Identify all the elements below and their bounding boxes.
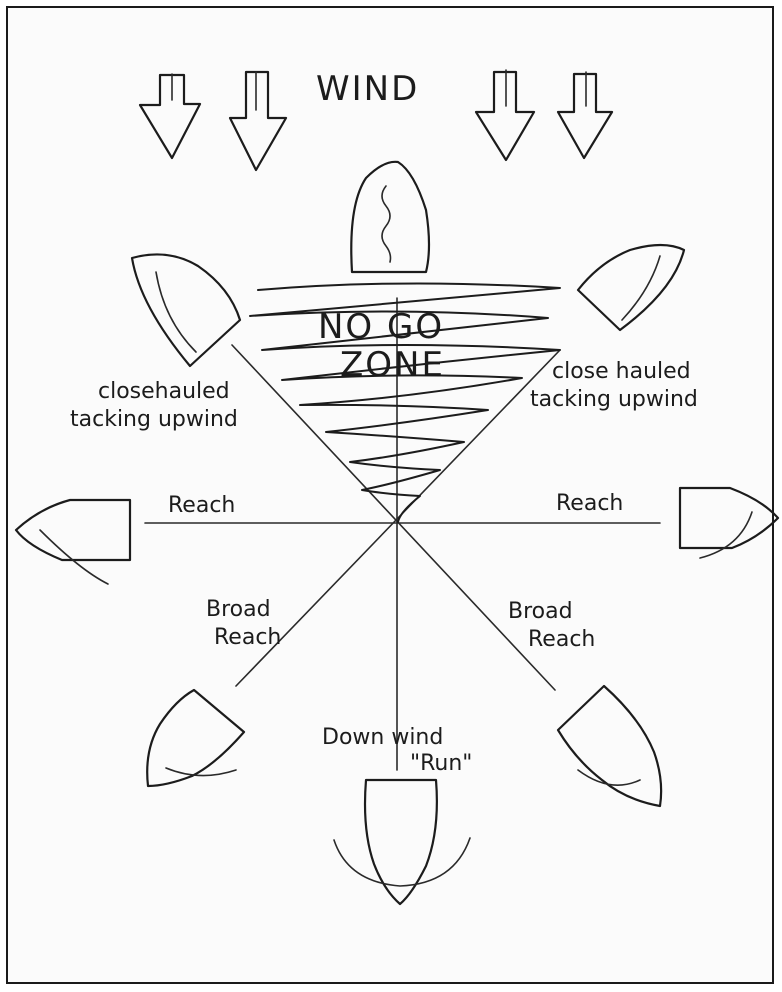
wind-arrow-icon [476, 70, 534, 160]
boat-icon [16, 500, 130, 584]
wind-arrow-icon [140, 74, 200, 158]
downwind-label: Down wind [322, 725, 443, 750]
left-broad-reach-line1: Broad [206, 597, 271, 622]
left-upwind-label-line2: tacking upwind [70, 407, 238, 432]
wind-arrow-icon [230, 72, 286, 170]
boat-icon [558, 686, 661, 806]
boat-icon [147, 690, 244, 786]
left-broad-reach-line2: Reach [214, 625, 281, 650]
boat-icon [351, 162, 429, 272]
boat-icon [578, 245, 684, 330]
right-broad-reach-line2: Reach [528, 627, 595, 652]
right-upwind-label-line1: close hauled [552, 359, 691, 384]
no-go-label-line2: ZONE [340, 345, 445, 385]
wind-label: WIND [316, 69, 419, 109]
right-upwind-label-line2: tacking upwind [530, 387, 698, 412]
right-broad-reach-line1: Broad [508, 599, 573, 624]
boat-icon [680, 488, 778, 558]
run-label: "Run" [410, 751, 472, 776]
no-go-label-line1: NO GO [318, 307, 444, 347]
left-reach-label: Reach [168, 493, 235, 518]
boat-icon [334, 780, 470, 904]
left-upwind-label-line1: closehauled [98, 379, 230, 404]
boat-icon [132, 254, 240, 366]
wind-arrow-icon [558, 72, 612, 158]
right-reach-label: Reach [556, 491, 623, 516]
